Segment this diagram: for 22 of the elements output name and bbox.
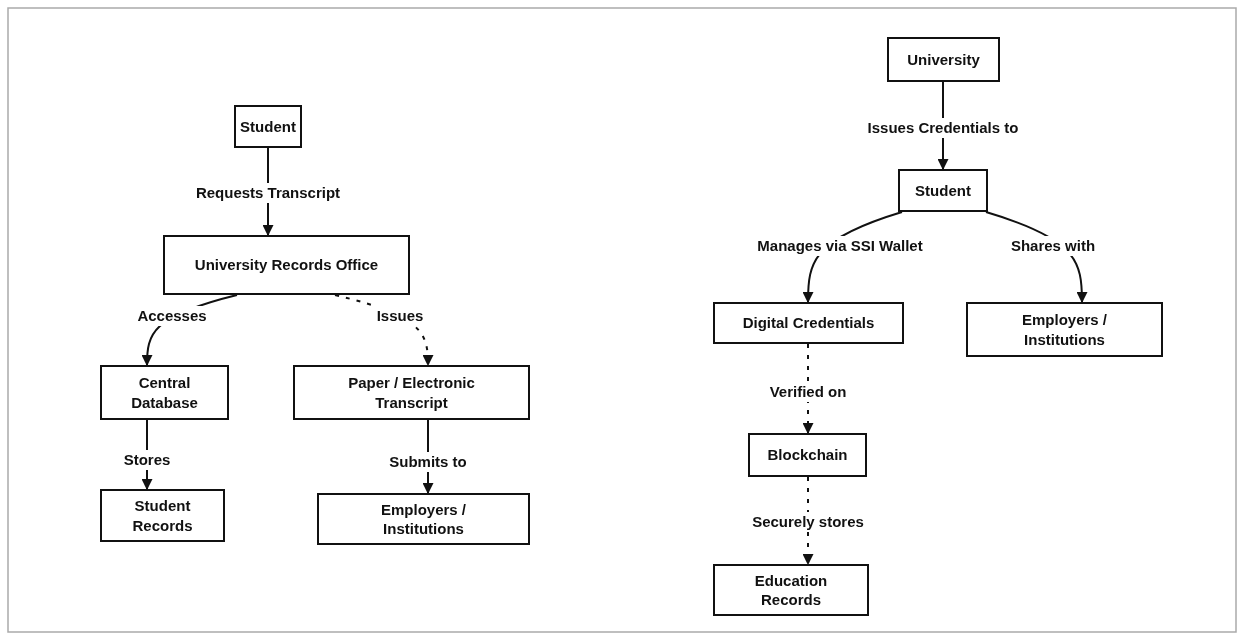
arrow — [802, 343, 814, 435]
process-box: Student Records — [100, 489, 225, 542]
process-box: University — [887, 37, 1000, 82]
edge-label: Shares with — [1008, 236, 1098, 256]
process-box: Student — [234, 105, 302, 148]
process-box: University Records Office — [163, 235, 410, 295]
process-box: Employers / Institutions — [317, 493, 530, 545]
process-box: Central Database — [100, 365, 229, 420]
arrow — [802, 476, 814, 566]
edge-label: Issues — [374, 306, 426, 326]
process-box: Paper / Electronic Transcript — [293, 365, 530, 420]
process-box: Employers / Institutions — [966, 302, 1163, 357]
process-box: Student — [898, 169, 988, 212]
edge-label: Securely stores — [750, 512, 866, 532]
process-box: Education Records — [713, 564, 869, 616]
edge-label: Issues Credentials to — [865, 118, 1021, 138]
edge-label: Stores — [121, 450, 173, 470]
process-box: Digital Credentials — [713, 302, 904, 344]
edge-label: Submits to — [387, 452, 469, 472]
edge-label: Manages via SSI Wallet — [755, 236, 925, 256]
process-box: Blockchain — [748, 433, 867, 477]
edge-label: Accesses — [135, 306, 209, 326]
